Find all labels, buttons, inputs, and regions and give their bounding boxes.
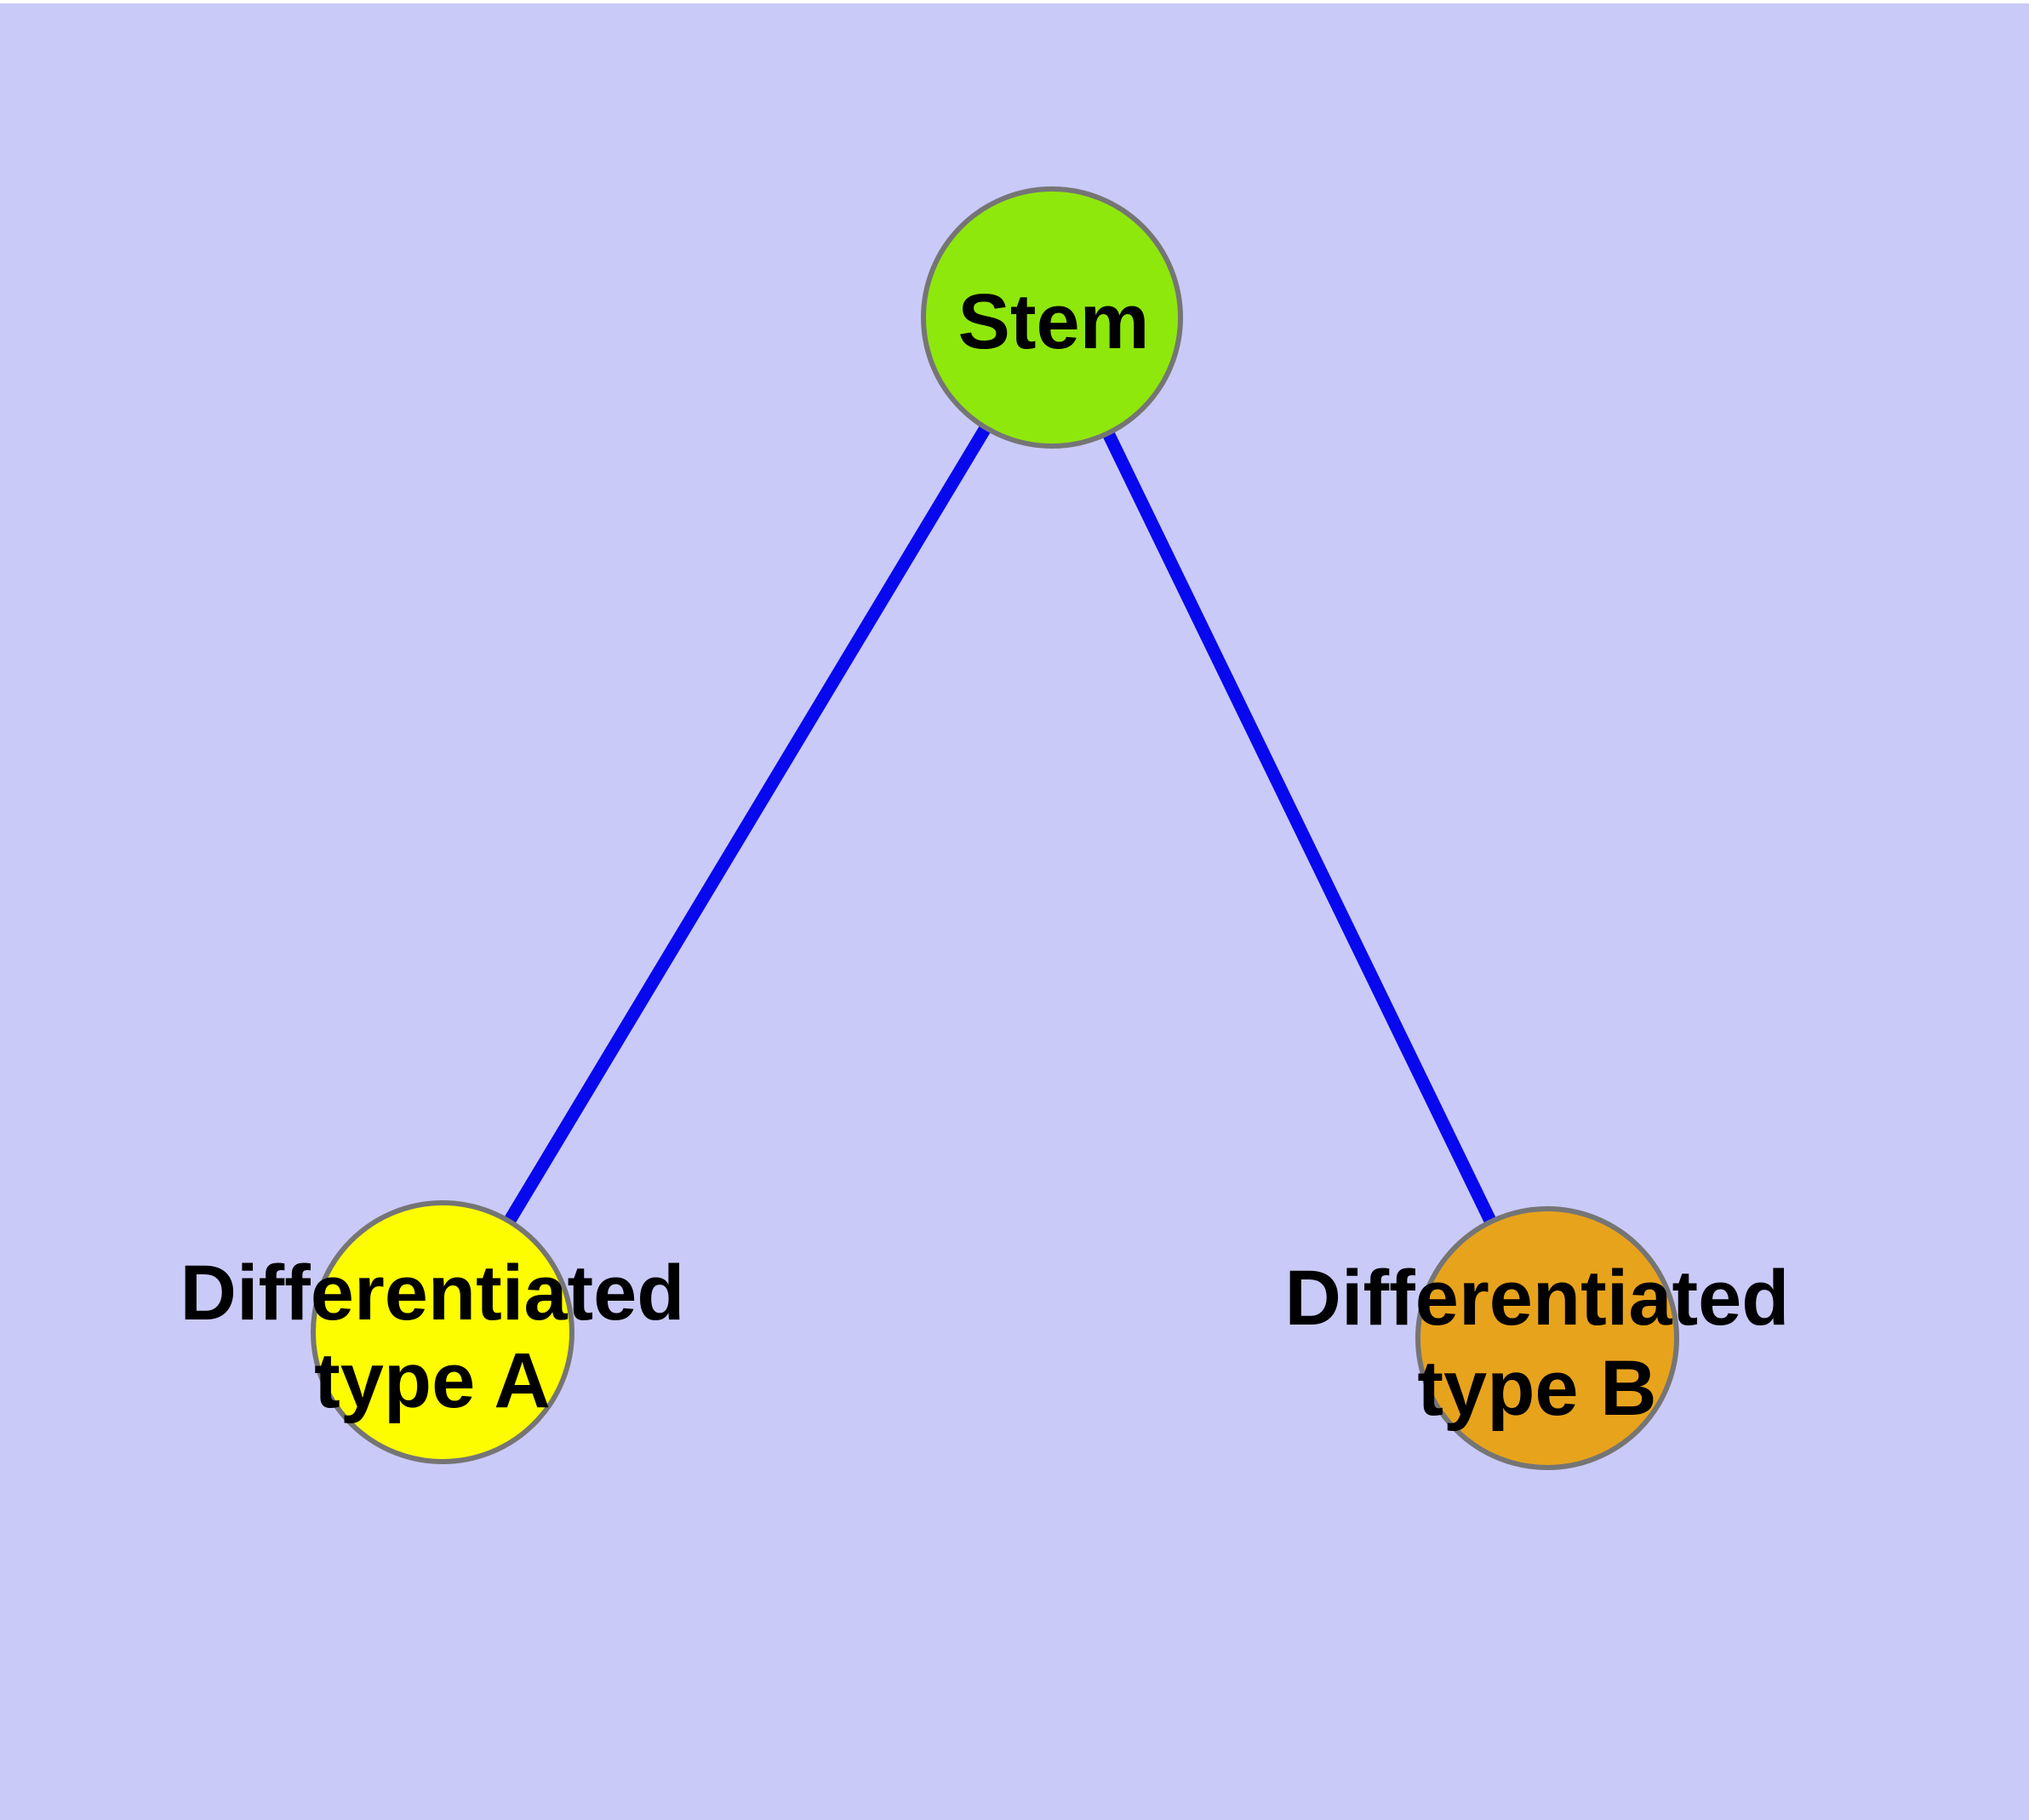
edge-stem-to-type-b [1046,314,1553,1342]
node-differentiated-type-a-label-line1: Differentiated [180,1250,685,1336]
node-differentiated-type-b-label-line2: type B [1417,1345,1656,1432]
edge-stem-to-type-a [437,314,1058,1336]
node-differentiated-type-a-label-line2: type A [314,1337,551,1424]
node-stem-circle [921,186,1183,449]
node-differentiated-type-b-circle [1415,1206,1679,1470]
node-differentiated-type-a-circle [311,1200,574,1464]
node-stem-label: Stem [958,278,1150,365]
node-differentiated-type-b-label-line1: Differentiated [1285,1255,1790,1342]
